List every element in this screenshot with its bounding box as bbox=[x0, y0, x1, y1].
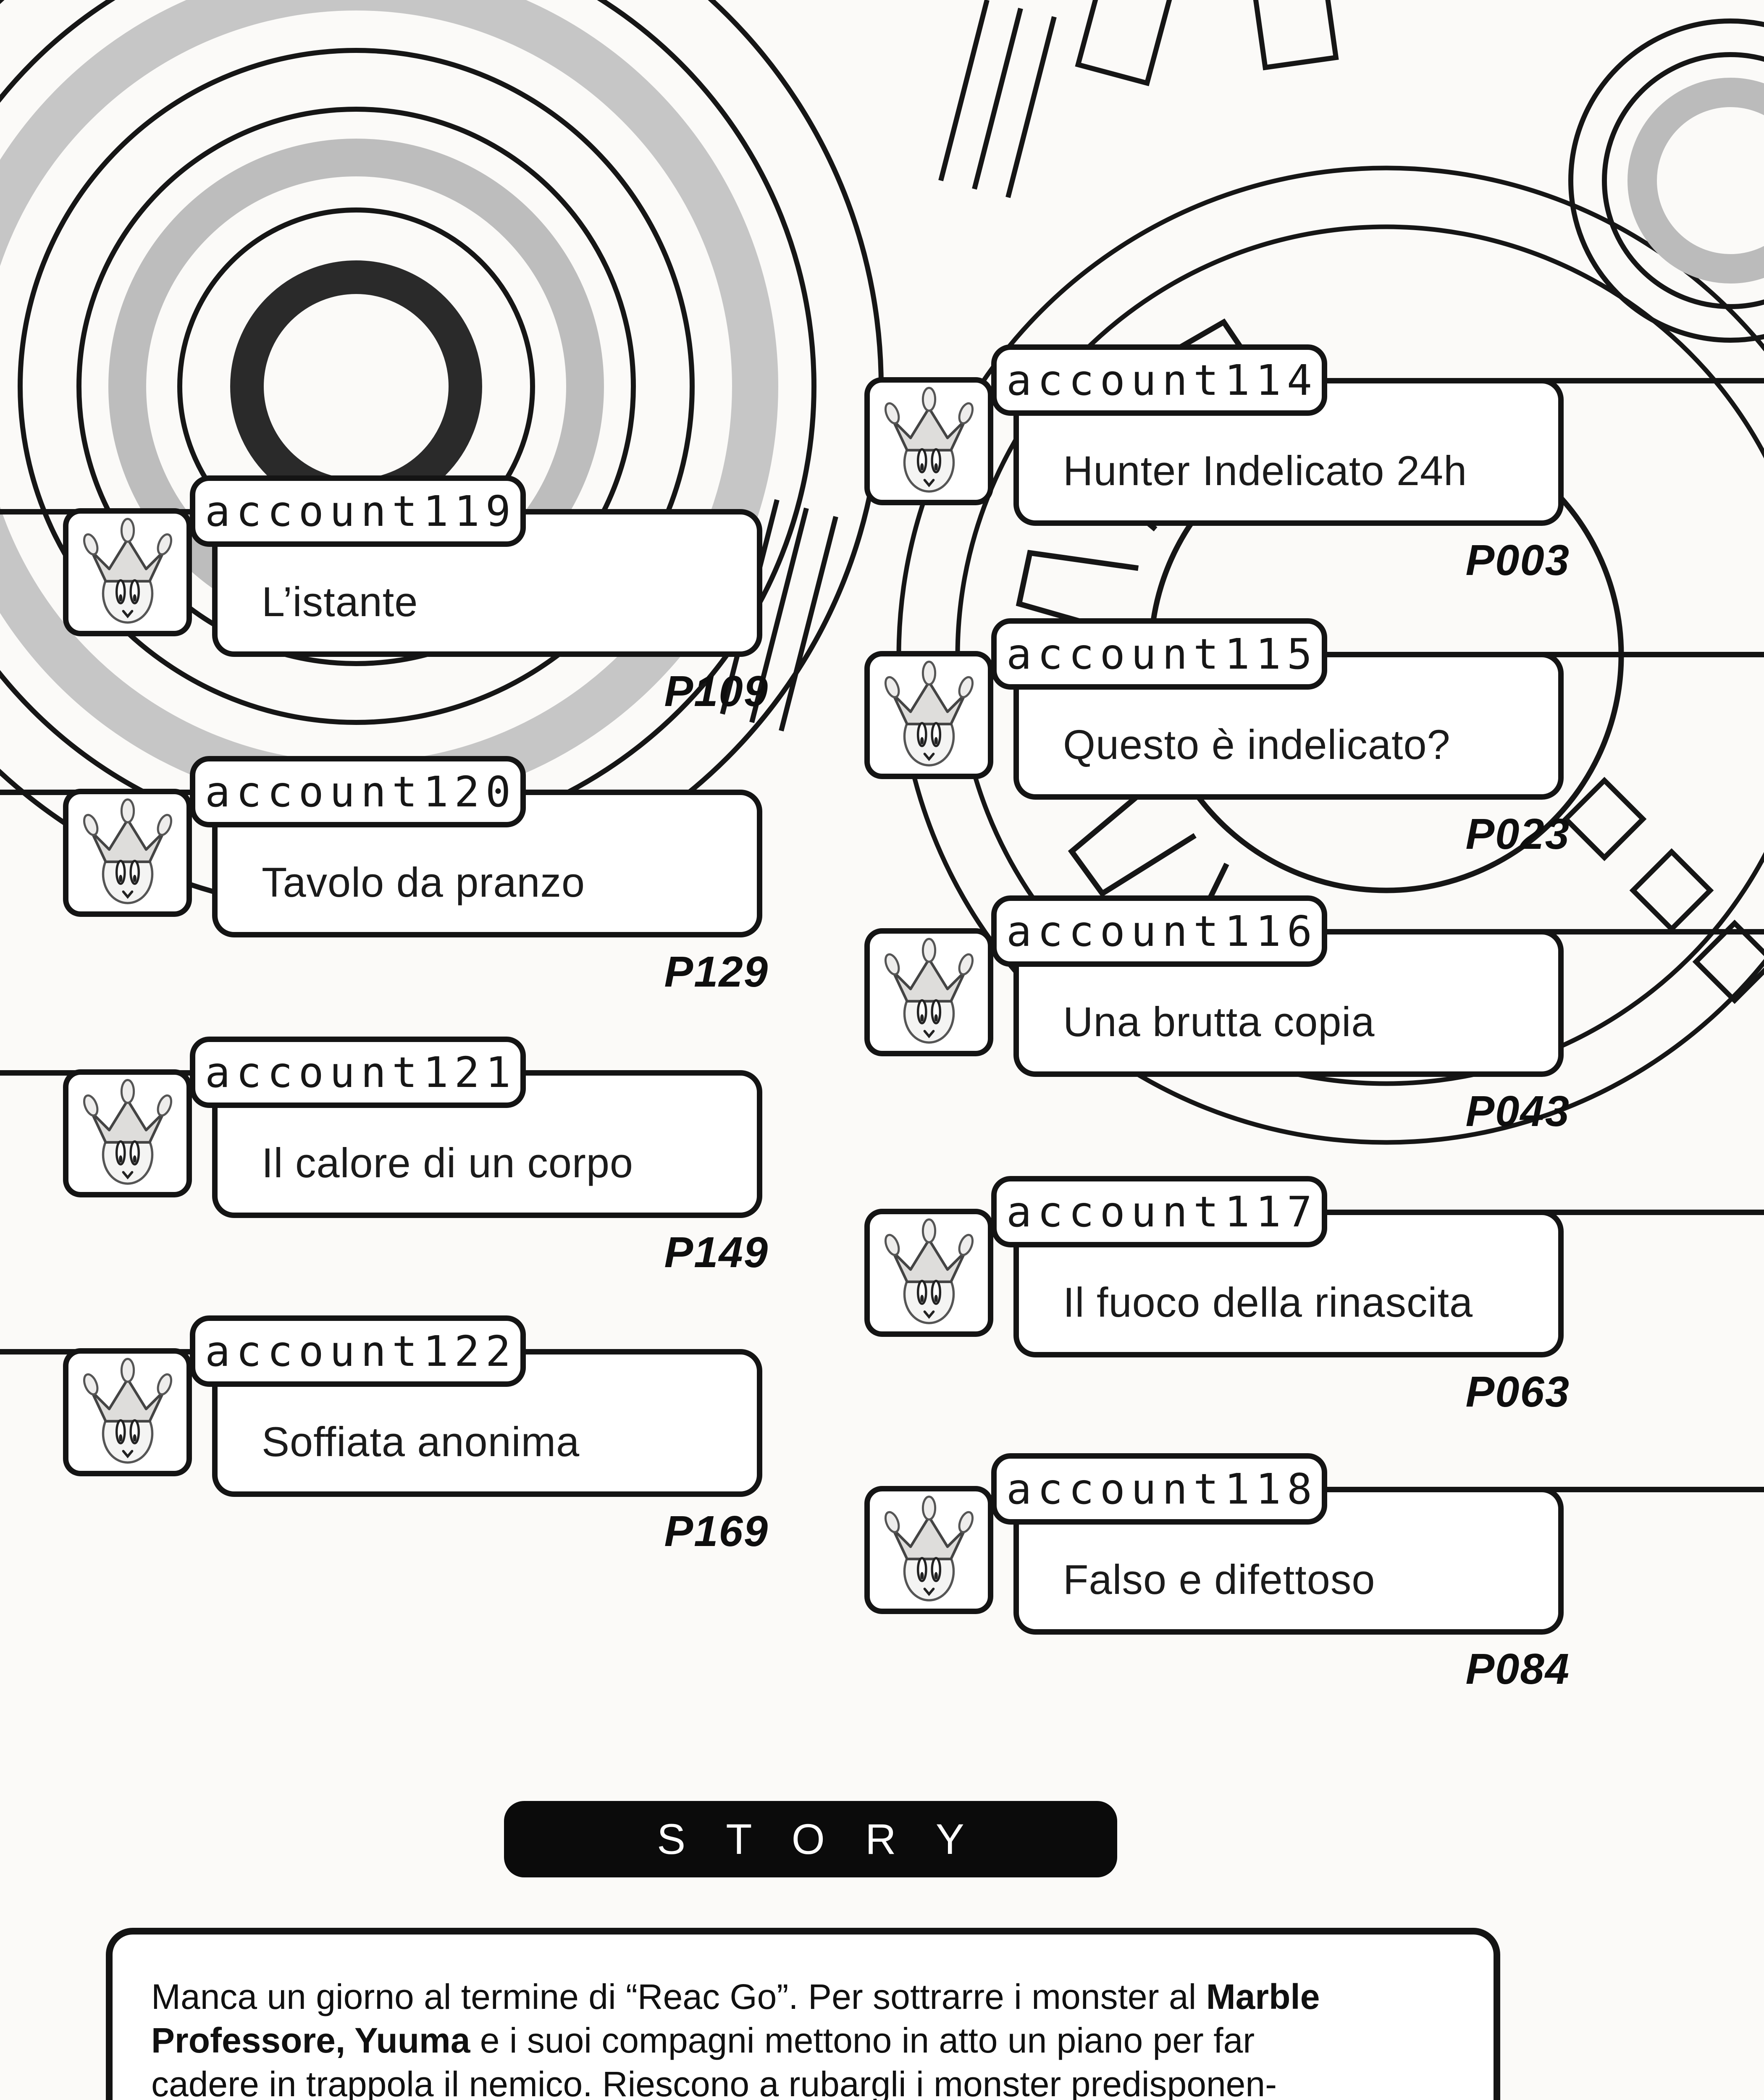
story-banner: STORY bbox=[504, 1801, 1117, 1877]
story-segment: Manca un giorno al termine di “Reac Go”.… bbox=[151, 1977, 1206, 2016]
entry-icon-box bbox=[864, 651, 993, 779]
account-label-box: account114 bbox=[991, 344, 1327, 416]
story-segment: e i suoi compagni mettono in atto un pia… bbox=[470, 2021, 1255, 2060]
page-number: P169 bbox=[664, 1507, 769, 1555]
account-label: account116 bbox=[1006, 906, 1318, 956]
story-synopsis-box: Manca un giorno al termine di “Reac Go”.… bbox=[106, 1928, 1500, 2100]
chapter-entry: Il calore di un corpo account121 P149 bbox=[0, 1037, 861, 1297]
account-label: account114 bbox=[1006, 355, 1318, 405]
account-label-box: account117 bbox=[991, 1176, 1327, 1247]
chapter-title: Questo è indelicato? bbox=[1063, 721, 1451, 768]
story-banner-label: STORY bbox=[657, 1815, 1005, 1863]
page-number: P043 bbox=[1465, 1087, 1570, 1135]
entry-icon-box bbox=[864, 377, 993, 505]
page-number: P109 bbox=[664, 667, 769, 715]
chapter-entry: Questo è indelicato? account115 P023 bbox=[864, 618, 1764, 879]
chapter-title: Soffiata anonima bbox=[262, 1418, 580, 1465]
story-segment: cadere in trappola il nemico. Riescono a… bbox=[151, 2064, 1277, 2100]
chapter-title: Falso e difettoso bbox=[1063, 1556, 1376, 1603]
story-line: cadere in trappola il nemico. Riescono a… bbox=[151, 2062, 1468, 2100]
chapter-title: Il calore di un corpo bbox=[262, 1139, 633, 1186]
chapter-entry: Soffiata anonima account122 P169 bbox=[0, 1315, 861, 1576]
page-number: P084 bbox=[1465, 1645, 1570, 1693]
crown-monster-icon bbox=[884, 386, 974, 493]
crown-monster-icon bbox=[884, 937, 974, 1044]
chapter-title: Tavolo da pranzo bbox=[262, 859, 585, 906]
story-segment: Professore, Yuuma bbox=[151, 2021, 470, 2060]
page-number: P063 bbox=[1465, 1368, 1570, 1416]
diagonal-hatch-lines bbox=[720, 0, 1057, 732]
page-number: P023 bbox=[1465, 810, 1570, 858]
chapter-entry: L’istante account119 P109 bbox=[0, 475, 861, 736]
crown-monster-icon bbox=[884, 1218, 974, 1324]
account-label-box: account115 bbox=[991, 618, 1327, 690]
chapter-entry: Una brutta copia account116 P043 bbox=[864, 895, 1764, 1156]
chapter-entry: Il fuoco della rinascita account117 P063 bbox=[864, 1176, 1764, 1436]
account-label-box: account119 bbox=[190, 475, 526, 547]
crown-monster-icon bbox=[884, 660, 974, 766]
entry-icon-box bbox=[864, 928, 993, 1056]
page-number: P129 bbox=[664, 948, 769, 996]
page-number: P149 bbox=[664, 1228, 769, 1276]
story-segment: Marble bbox=[1206, 1977, 1320, 2016]
account-label: account120 bbox=[205, 767, 517, 816]
crown-monster-icon bbox=[83, 1079, 172, 1185]
chapter-title: Hunter Indelicato 24h bbox=[1063, 447, 1467, 494]
account-label-box: account121 bbox=[190, 1037, 526, 1108]
account-label-box: account122 bbox=[190, 1315, 526, 1387]
account-label: account118 bbox=[1006, 1464, 1318, 1514]
account-label: account121 bbox=[205, 1047, 517, 1097]
page-number: P003 bbox=[1465, 536, 1570, 584]
chapter-title: L’istante bbox=[262, 578, 418, 625]
chapter-title: Il fuoco della rinascita bbox=[1063, 1279, 1473, 1326]
crown-monster-icon bbox=[83, 798, 172, 904]
chapter-entry: Tavolo da pranzo account120 P129 bbox=[0, 756, 861, 1016]
chapter-entry: Falso e difettoso account118 P084 bbox=[864, 1453, 1764, 1714]
account-label: account115 bbox=[1006, 629, 1318, 679]
corner-rings-top-right bbox=[1568, 18, 1764, 343]
crown-monster-icon bbox=[884, 1495, 974, 1601]
entry-icon-box bbox=[63, 508, 192, 636]
entry-icon-box bbox=[864, 1209, 993, 1337]
crown-monster-icon bbox=[83, 517, 172, 624]
account-label-box: account116 bbox=[991, 895, 1327, 967]
story-line: Professore, Yuuma e i suoi compagni mett… bbox=[151, 2019, 1468, 2062]
crown-monster-icon bbox=[83, 1357, 172, 1464]
account-label: account122 bbox=[205, 1326, 517, 1376]
account-label-box: account120 bbox=[190, 756, 526, 827]
zigzag-gear-teeth-right bbox=[1075, 0, 1764, 1004]
account-label-box: account118 bbox=[991, 1453, 1327, 1525]
account-label: account117 bbox=[1006, 1187, 1318, 1236]
entry-icon-box bbox=[864, 1486, 993, 1614]
chapter-entry: Hunter Indelicato 24h account114 P003 bbox=[864, 344, 1764, 605]
entry-icon-box bbox=[63, 1348, 192, 1476]
chapter-title: Una brutta copia bbox=[1063, 998, 1375, 1045]
entry-icon-box bbox=[63, 789, 192, 917]
story-text: Manca un giorno al termine di “Reac Go”.… bbox=[151, 1975, 1468, 2100]
account-label: account119 bbox=[205, 486, 517, 536]
story-line: Manca un giorno al termine di “Reac Go”.… bbox=[151, 1975, 1468, 2019]
entry-icon-box bbox=[63, 1069, 192, 1197]
